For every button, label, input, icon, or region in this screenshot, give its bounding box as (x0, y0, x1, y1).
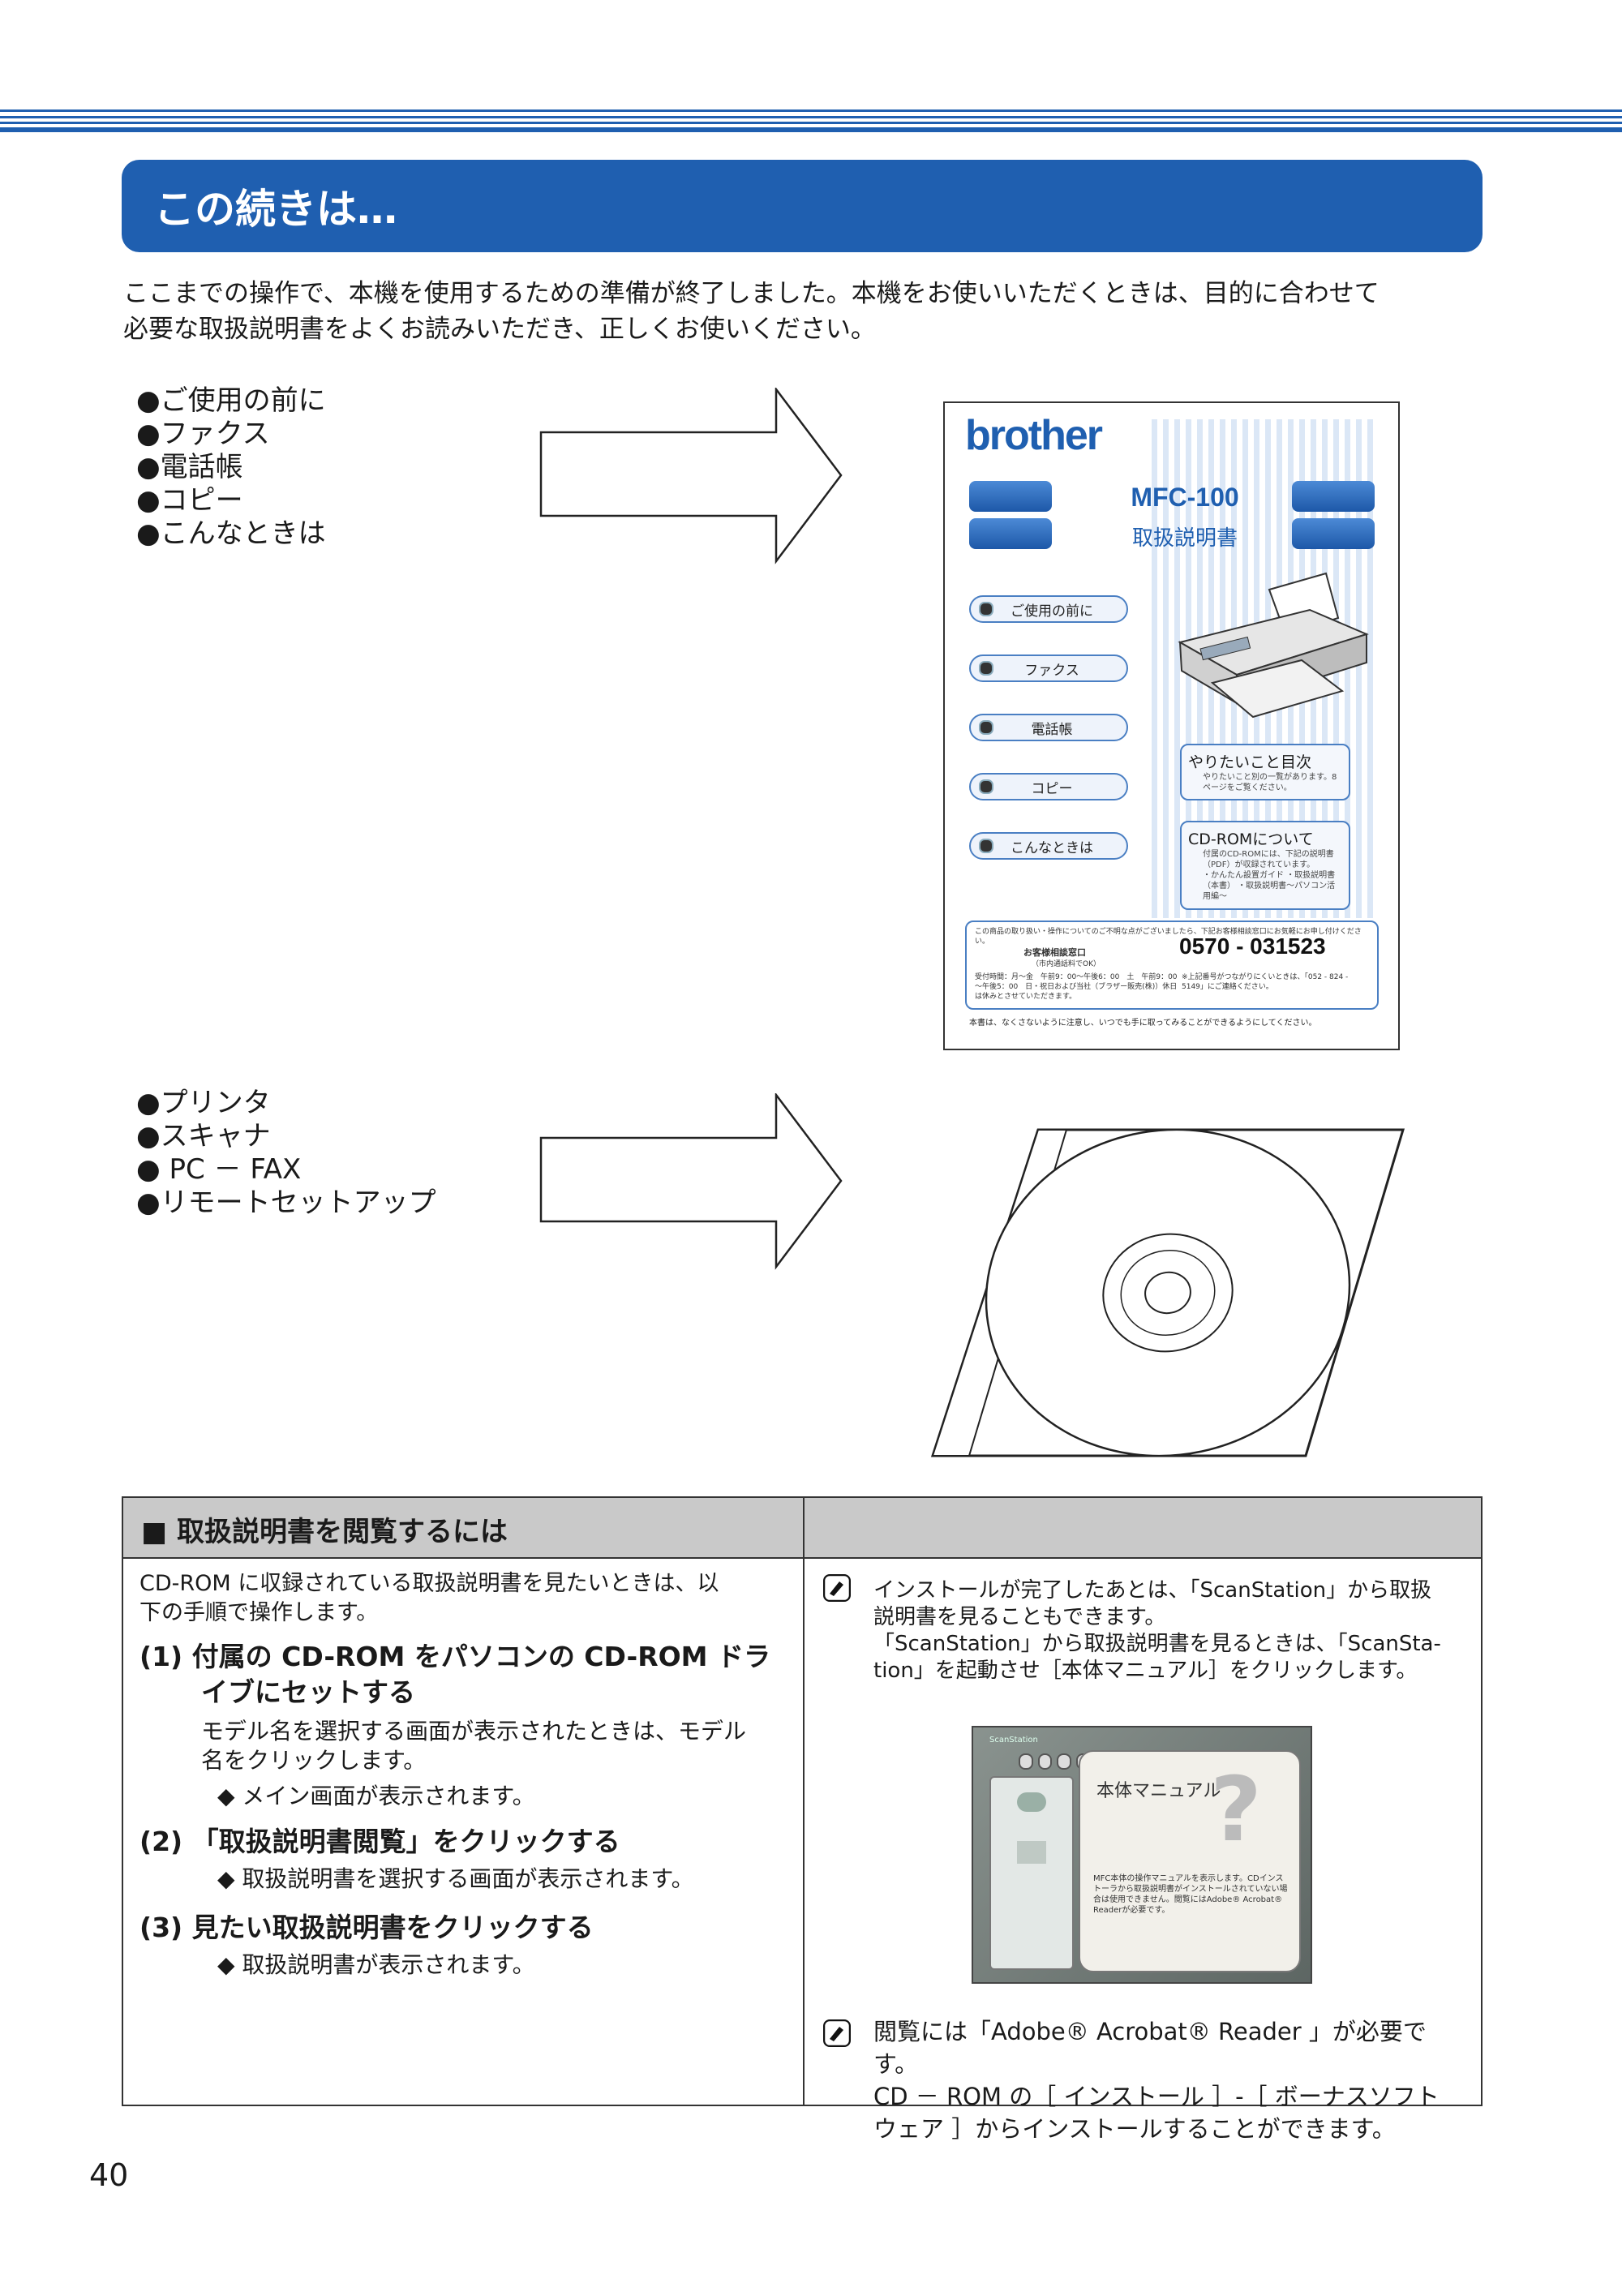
cover-chapter: コピー (969, 773, 1128, 800)
list-item: ●ファクス (136, 418, 270, 450)
manual-cover-image: brother MFC-100 取扱説明書 ご使用の前に ファクス 電話帳 コピ… (943, 401, 1400, 1050)
list-item: ●リモートセットアップ (136, 1187, 436, 1219)
support-hours: 受付時間：月～金 午前9：00～午後6：00 土 午前9：00～午後5：00 日… (975, 973, 1178, 1001)
question-mark-icon: ? (1210, 1757, 1262, 1861)
support-phone: 0570 - 031523 (1179, 933, 1326, 959)
list-item: ●コピー (136, 484, 243, 517)
support-alt: ※上記番号がつながりにくいときは、「052 - 824 - 5149」にご連絡く… (1182, 973, 1349, 991)
list-item: ●電話帳 (136, 451, 243, 483)
steps-intro-1: CD-ROM に収録されている取扱説明書を見たいときは、以 (139, 1571, 719, 1596)
table-header: ■ 取扱説明書を閲覧するには (123, 1498, 1481, 1559)
steps-intro-2: 下の手順で操作します。 (139, 1600, 379, 1625)
list-item: ● PC － FAX (136, 1153, 302, 1186)
step-2-title: (2) 「取扱説明書閲覧」をクリックする (139, 1826, 620, 1857)
screenshot-app-name: ScanStation (989, 1736, 1038, 1745)
screenshot-sidebar (989, 1776, 1074, 1970)
brother-logo: brother (965, 412, 1103, 459)
cover-chapter: ご使用の前に (969, 595, 1128, 623)
column-divider (803, 1498, 805, 2105)
intro-paragraph: ここまでの操作で、本機を使用するための準備が終了しました。本機をお使いいただくと… (123, 276, 1502, 347)
notes-column: インストールが完了したあとは、「ScanStation」から取扱 説明書を見るこ… (817, 1569, 1470, 2143)
table-header-title: ■ 取扱説明書を閲覧するには (141, 1516, 508, 1548)
cover-model: MFC-100 (1131, 483, 1239, 512)
cover-chapter: ファクス (969, 654, 1128, 682)
right-arrow-icon (539, 1093, 843, 1270)
note-1-line-2: 説明書を見ることもできます。 (873, 1605, 1166, 1629)
section-title: この続きは… (154, 186, 397, 233)
screenshot-panel-title: 本体マニュアル (1096, 1781, 1221, 1801)
cover-bottom-note: 本書は、なくさないように注意し、いつでも手に取ってみることができるようにしてくだ… (969, 1019, 1317, 1028)
note-1-line-1: インストールが完了したあとは、「ScanStation」から取扱 (873, 1578, 1432, 1603)
cover-tab (969, 518, 1052, 549)
scanstation-screenshot: ScanStation 本体マニュアル ? MFC本体の操作マニュアルを表示しま… (972, 1726, 1312, 1984)
screenshot-manual-panel: 本体マニュアル ? MFC本体の操作マニュアルを表示します。CDインストーラから… (1079, 1750, 1301, 1972)
note-1-line-4: tion」を起動させ［本体マニュアル］をクリックします。 (873, 1659, 1418, 1683)
box-title: CD-ROMについて (1188, 830, 1314, 848)
manual-topics-list: ●ご使用の前に ●ファクス ●電話帳 ●コピー ●こんなときは (136, 384, 326, 551)
step-3-title: (3) 見たい取扱説明書をクリックする (139, 1912, 594, 1943)
box-text: ・かんたん設置ガイド ・取扱説明書（本書） ・取扱説明書～パソコン活用編～ (1203, 871, 1336, 901)
list-item: ●スキャナ (136, 1120, 271, 1152)
page-number: 40 (89, 2157, 129, 2193)
step-1-body-cont: 名をクリックします。 (201, 1747, 427, 1774)
cover-tab (969, 481, 1052, 512)
memo-icon (823, 2019, 851, 2047)
header-stripes (0, 109, 1622, 134)
cover-box-cdrom: CD-ROMについて 付属のCD-ROMには、下記の説明書（PDF）が収録されて… (1180, 821, 1350, 910)
support-intro: この商品の取り扱い・操作についてのご不明な点がございましたら、下記お客様相談窓口… (975, 928, 1362, 946)
step-3-result: ◆ 取扱説明書が表示されます。 (217, 1951, 535, 1978)
note-2-line-2: CD － ROM の［ インストール ］-［ ボーナスソフト (873, 2083, 1440, 2110)
list-item: ●こんなときは (136, 517, 326, 550)
how-to-view-manual-table: ■ 取扱説明書を閲覧するには CD-ROM に収録されている取扱説明書を見たいと… (122, 1496, 1483, 2143)
cover-title: 取扱説明書 (1131, 526, 1238, 551)
intro-line-1: ここまでの操作で、本機を使用するための準備が終了しました。本機をお使いいただくと… (123, 279, 1380, 308)
cd-topics-list: ●プリンタ ●スキャナ ● PC － FAX ●リモートセットアップ (136, 1087, 436, 1220)
note-1-line-3: 「ScanStation」から取扱説明書を見るときは、「ScanSta- (873, 1632, 1441, 1656)
box-title: やりたいこと目次 (1188, 753, 1312, 771)
step-1-title: (1) 付属の CD-ROM をパソコンの CD-ROM ドラ (139, 1641, 771, 1672)
step-1-title-cont: イブにセットする (201, 1676, 415, 1708)
cover-chapter: こんなときは (969, 832, 1128, 860)
section-title-banner: この続きは… (122, 160, 1483, 252)
support-label: お客様相談窓口 (1023, 947, 1086, 958)
list-item: ●ご使用の前に (136, 384, 326, 417)
box-text: 付属のCD-ROMには、下記の説明書（PDF）が収録されています。 (1203, 850, 1334, 869)
box-text: やりたいこと別の一覧があります。8ページをご覧ください。 (1203, 773, 1337, 792)
step-1-body: モデル名を選択する画面が表示されたときは、モデル (201, 1718, 747, 1745)
cover-tab (1292, 481, 1375, 512)
screenshot-panel-text: MFC本体の操作マニュアルを表示します。CDインストーラから取扱説明書がインスト… (1093, 1874, 1288, 1915)
support-sub: （市内通話料でOK） (1032, 960, 1101, 968)
note-2-line-3: ウェア ］からインストールすることができます。 (873, 2115, 1396, 2143)
cover-tab (1292, 518, 1375, 549)
cd-rom-illustration (930, 1128, 1405, 1457)
cover-chapter: 電話帳 (969, 714, 1128, 741)
intro-line-2: 必要な取扱説明書をよくお読みいただき、正しくお使いください。 (123, 315, 876, 344)
step-2-result: ◆ 取扱説明書を選択する画面が表示されます。 (217, 1865, 694, 1892)
note-2-line-1: 閲覧には「Adobe® Acrobat® Reader 」が必要です。 (873, 2018, 1427, 2078)
steps-column: CD-ROM に収録されている取扱説明書を見たいときは、以 下の手順で操作します… (139, 1569, 788, 1980)
printer-illustration (1178, 572, 1369, 719)
step-1-result: ◆ メイン画面が表示されます。 (217, 1783, 535, 1809)
list-item: ●プリンタ (136, 1087, 271, 1119)
cover-box-index: やりたいこと目次 やりたいこと別の一覧があります。8ページをご覧ください。 (1180, 744, 1350, 800)
memo-icon (823, 1574, 851, 1602)
cover-support-box: この商品の取り扱い・操作についてのご不明な点がございましたら、下記お客様相談窓口… (965, 921, 1379, 1010)
right-arrow-icon (539, 388, 843, 564)
